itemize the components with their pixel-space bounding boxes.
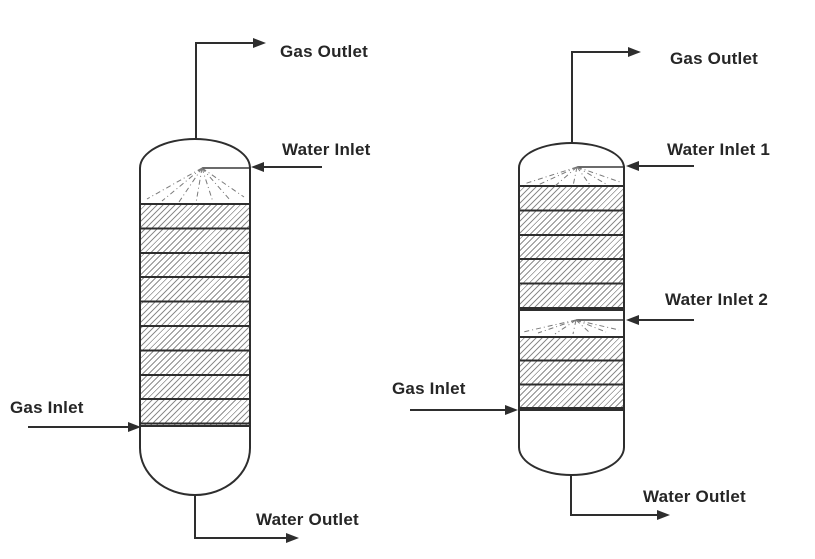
water-inlet2-pipe-column2: [638, 319, 694, 321]
water-outlet-pipe-column2: [570, 514, 657, 516]
water-inlet-pipe-column1: [263, 166, 322, 168]
gas-outlet-label-column2: Gas Outlet: [670, 49, 758, 68]
gas-outlet-pipe-column2: [571, 52, 573, 144]
water-inlet1-pipe-column2: [638, 165, 694, 167]
water-outlet-arrow-column2: [657, 510, 670, 520]
column-vessel-1: [139, 138, 251, 496]
gas-inlet-arrow-column2: [505, 405, 518, 415]
water-inlet2-label-column2: Water Inlet 2: [665, 290, 769, 309]
gas-inlet-pipe-column1: [28, 426, 128, 428]
water-inlet1-arrow-column2: [626, 161, 639, 171]
water-outlet-pipe-column1: [194, 537, 286, 539]
water-inlet2-arrow-column2: [626, 315, 639, 325]
gas-outlet-label-column1: Gas Outlet: [280, 42, 368, 61]
water-outlet-arrow-column1: [286, 533, 299, 543]
packed-bed-lower-column2: [519, 336, 624, 411]
gas-inlet-arrow-column1: [128, 422, 141, 432]
gas-outlet-pipe-column1: [195, 42, 253, 44]
gas-outlet-pipe-column2: [571, 51, 628, 53]
water-inlet-arrow-column1: [251, 162, 264, 172]
gas-inlet-label-column2: Gas Inlet: [392, 379, 466, 398]
gas-inlet-label-column1: Gas Inlet: [10, 398, 84, 417]
gas-inlet-pipe-column2: [410, 409, 505, 411]
water-inlet1-label-column2: Water Inlet 1: [667, 140, 771, 159]
column-vessel-2: [518, 142, 625, 476]
gas-outlet-arrow-column2: [628, 47, 641, 57]
water-outlet-label-column1: Water Outlet: [256, 510, 359, 529]
gas-outlet-pipe-column1: [195, 43, 197, 139]
liquid-distributor-spray2-column2: [522, 319, 625, 335]
water-inlet-label-column1: Water Inlet: [282, 140, 371, 159]
gas-outlet-arrow-column1: [253, 38, 266, 48]
water-outlet-label-column2: Water Outlet: [643, 487, 746, 506]
water-outlet-pipe-column1: [194, 495, 196, 539]
water-outlet-pipe-column2: [570, 474, 572, 516]
packed-bed-column1: [140, 203, 250, 427]
